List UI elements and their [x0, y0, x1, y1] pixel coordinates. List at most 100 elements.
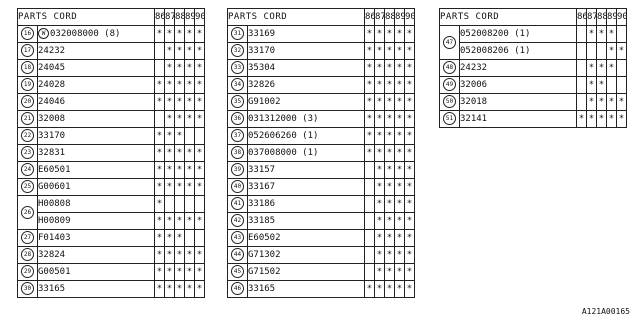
part-code-cell: 031312000 (3): [247, 110, 365, 128]
part-code: 33186: [248, 199, 276, 209]
year-mark-87: *: [374, 127, 385, 145]
year-mark-89: [606, 76, 617, 94]
year-mark-87: *: [374, 229, 385, 247]
year-mark-86: [364, 195, 375, 213]
ref-number-circle: 19: [21, 78, 34, 91]
part-code-cell: 037008000 (1): [247, 144, 365, 162]
ref-number-cell: 34: [227, 76, 248, 94]
year-mark-89: *: [394, 110, 405, 128]
part-code-cell: 052008200 (1): [459, 25, 577, 43]
year-mark-89: *: [394, 161, 405, 179]
parts-table-2: PARTS CORD86878889903133169*****3233170*…: [227, 8, 415, 298]
part-code-cell: G00501: [37, 263, 155, 281]
part-code: 24045: [38, 63, 66, 73]
ref-number-cell: 32: [227, 42, 248, 60]
part-code-cell: 35304: [247, 59, 365, 77]
part-code: 052008206 (1): [460, 46, 531, 56]
year-mark-87: *: [586, 93, 597, 111]
part-code-cell: 32824: [37, 246, 155, 264]
part-code: 32826: [248, 80, 276, 90]
year-mark-89: *: [394, 127, 405, 145]
part-code: E60502: [248, 233, 281, 243]
year-mark-90: [616, 59, 627, 77]
year-mark-86: [154, 59, 165, 77]
year-mark-88: *: [384, 178, 395, 196]
year-mark-90: *: [616, 110, 627, 128]
year-mark-87: *: [374, 144, 385, 162]
part-code: 33157: [248, 165, 276, 175]
year-header-89: 89: [606, 8, 617, 26]
part-code-cell: 32826: [247, 76, 365, 94]
ref-number-cell: 42: [227, 212, 248, 230]
part-code: 031312000 (3): [248, 114, 319, 124]
part-code: 33170: [248, 46, 276, 56]
year-mark-86: [364, 263, 375, 281]
year-mark-88: *: [384, 195, 395, 213]
ref-number-cell: 39: [227, 161, 248, 179]
year-mark-89: *: [184, 42, 195, 60]
year-header-86: 86: [154, 8, 165, 26]
year-mark-89: *: [394, 195, 405, 213]
year-mark-90: *: [404, 246, 415, 264]
year-mark-86: *: [154, 25, 165, 43]
year-mark-90: *: [404, 76, 415, 94]
part-code-cell: 32831: [37, 144, 155, 162]
year-mark-89: *: [184, 144, 195, 162]
year-mark-90: *: [194, 110, 205, 128]
part-code: F01403: [38, 233, 71, 243]
year-mark-87: *: [374, 25, 385, 43]
ref-number-cell: 47: [439, 25, 460, 60]
part-code: 33169: [248, 29, 276, 39]
ref-number-circle: 49: [443, 78, 456, 91]
year-mark-88: *: [384, 110, 395, 128]
part-code-cell: 33170: [37, 127, 155, 145]
ref-number-cell: 51: [439, 110, 460, 128]
year-mark-87: *: [586, 25, 597, 43]
part-code: 33165: [38, 284, 66, 294]
part-code-cell: 33165: [247, 280, 365, 298]
year-mark-87: *: [164, 246, 175, 264]
year-mark-88: *: [384, 42, 395, 60]
year-mark-87: *: [164, 42, 175, 60]
ref-number-circle: 30: [21, 282, 34, 295]
part-code-cell: 052008206 (1): [459, 42, 577, 60]
year-mark-88: *: [174, 212, 185, 230]
year-mark-90: *: [404, 110, 415, 128]
ref-number-cell: 31: [227, 25, 248, 43]
year-mark-89: *: [394, 144, 405, 162]
year-mark-89: *: [184, 93, 195, 111]
year-mark-89: *: [394, 93, 405, 111]
year-mark-90: *: [404, 280, 415, 298]
parts-cord-header: PARTS CORD: [439, 8, 577, 26]
year-mark-88: *: [174, 110, 185, 128]
year-mark-86: *: [154, 212, 165, 230]
year-mark-89: *: [184, 59, 195, 77]
year-mark-88: *: [384, 25, 395, 43]
year-mark-86: *: [154, 161, 165, 179]
year-mark-88: *: [596, 93, 607, 111]
year-mark-87: *: [374, 246, 385, 264]
year-mark-88: *: [384, 59, 395, 77]
year-mark-89: [184, 229, 195, 247]
ref-number-cell: 21: [17, 110, 38, 128]
year-mark-87: *: [374, 110, 385, 128]
ref-number-cell: 23: [17, 144, 38, 162]
year-mark-90: *: [404, 229, 415, 247]
ref-number-circle: 32: [231, 44, 244, 57]
year-mark-87: *: [164, 144, 175, 162]
year-mark-88: *: [596, 59, 607, 77]
ref-number-circle: 50: [443, 95, 456, 108]
table-row: 052008206 (1)**: [440, 42, 627, 60]
year-mark-87: *: [374, 280, 385, 298]
ref-number-circle: 45: [231, 265, 244, 278]
year-mark-86: [364, 229, 375, 247]
year-mark-88: *: [174, 76, 185, 94]
year-mark-90: [194, 195, 205, 213]
